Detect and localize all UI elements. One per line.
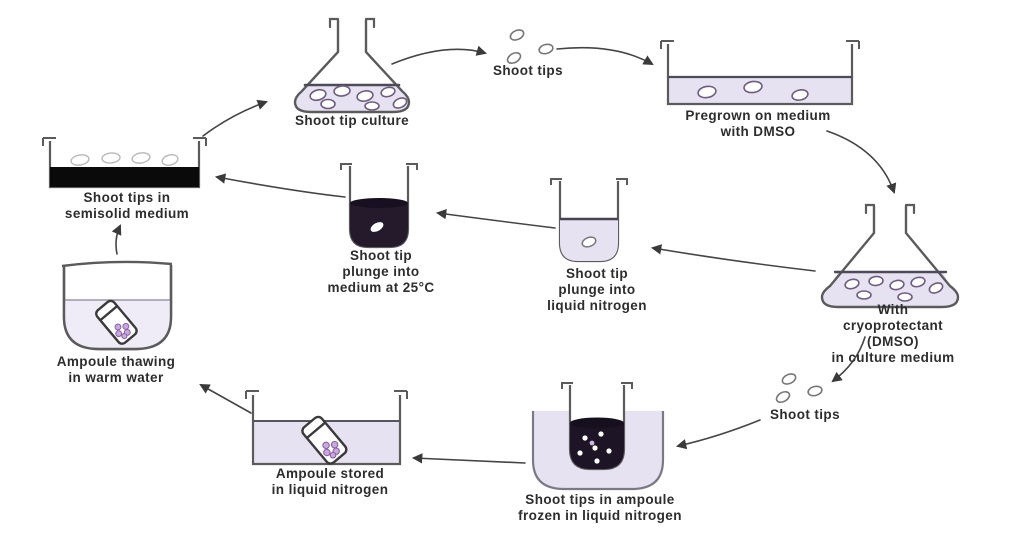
thawing-beaker	[61, 260, 173, 351]
faint-shoot-tips	[70, 152, 179, 166]
dish-rim	[42, 137, 207, 146]
shoot-tips-in-flask	[309, 85, 408, 111]
shoot-tips-top-icon	[506, 29, 554, 65]
label-pregrown: Pregrown on medium with DMSO	[685, 108, 831, 139]
arrow-ln2-to-tube25	[435, 208, 556, 229]
semisolid-dish	[42, 137, 207, 189]
tube-rim	[550, 178, 628, 185]
label-shoot-tip-culture: Shoot tip culture	[294, 113, 410, 128]
arrow-stored-to-thawing	[199, 383, 252, 414]
arrow-tips-to-pregrown	[556, 46, 654, 66]
label-shoot-tips-top: Shoot tips	[493, 63, 563, 78]
container-rim	[245, 390, 408, 399]
tube-medium-25c	[340, 163, 418, 249]
container-outline	[251, 395, 402, 466]
arrow-flask-to-tips-bottom	[831, 336, 866, 383]
arrow-pregrown-to-flask	[826, 130, 897, 194]
flask-neck-rim	[328, 17, 376, 29]
shoot-tip-in-tube	[581, 236, 597, 248]
label-plunge-ln2: Shoot tip plunge into liquid nitrogen	[547, 266, 647, 313]
label-plunge-medium: Shoot tip plunge into medium at 25°C	[327, 248, 435, 295]
shoot-tips-in-flask	[844, 275, 944, 302]
arrow-thawing-to-semisolid	[111, 224, 122, 255]
arrow-dewar-to-stored	[411, 453, 526, 464]
label-semisolid: Shoot tips in semisolid medium	[64, 190, 190, 221]
tube-rim	[340, 163, 418, 170]
label-frozen-ampoule: Shoot tips in ampoule frozen in liquid n…	[518, 492, 682, 523]
arrow-culture-to-tips	[391, 45, 488, 65]
flask-outline	[293, 18, 411, 114]
liquid-nitrogen-dewar	[531, 382, 665, 491]
shoot-tips-in-dish	[697, 80, 809, 101]
label-cryoprotectant: With cryoprotectant (DMSO) in culture me…	[831, 302, 955, 365]
culture-flask	[293, 17, 411, 114]
flask-outline	[820, 204, 960, 309]
beaker-body-redraw	[62, 265, 173, 351]
tube-dark-liquid	[570, 423, 624, 469]
dish-rim	[660, 40, 860, 49]
dish-outline	[666, 44, 854, 106]
tube-liquid-nitrogen	[550, 178, 628, 263]
label-ampoule-thawing: Ampoule thawing in warm water	[56, 354, 176, 385]
tube-liquid-surface	[350, 198, 408, 208]
storage-container	[245, 390, 408, 466]
arrow-tips-to-dewar	[675, 419, 761, 450]
shoot-tips-bottom-icon	[775, 373, 823, 404]
thawing-ampoule-icon	[95, 299, 138, 345]
tube-rim	[561, 382, 633, 389]
tube-liquid-surface	[570, 417, 624, 429]
arrow-flask-to-ln2tube	[650, 244, 816, 272]
pregrown-dish	[660, 40, 860, 106]
arrow-tube25-to-semisolid	[214, 173, 346, 198]
cryoprotectant-flask	[820, 203, 960, 309]
label-ampoule-stored: Ampoule stored in liquid nitrogen	[271, 466, 389, 497]
beaker-rim	[61, 260, 173, 268]
frozen-shoot-tip-dots	[577, 431, 612, 464]
flow-arrows	[111, 45, 897, 464]
semisolid-medium-band	[50, 167, 199, 187]
stored-ampoule-icon	[301, 415, 348, 465]
shoot-tip-in-tube	[370, 222, 384, 232]
arrow-semisolid-to-culture	[202, 99, 268, 137]
flask-neck-rim	[864, 203, 916, 215]
label-shoot-tips-bottom: Shoot tips	[770, 407, 840, 422]
dewar-outline	[531, 411, 665, 491]
